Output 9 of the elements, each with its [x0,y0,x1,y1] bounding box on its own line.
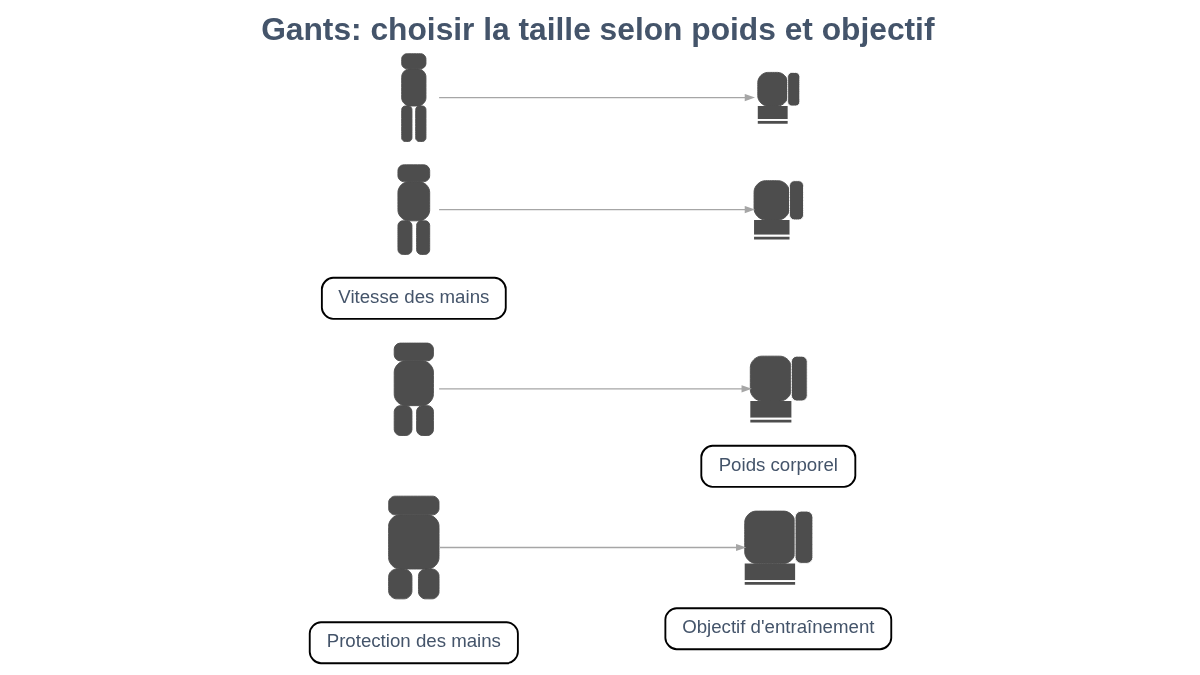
arrow [437,385,752,393]
node-box: Vitesse des mains [320,276,507,320]
node-box: Objectif d'entraînement [663,607,892,651]
arrow [437,206,755,214]
node-box: Poids corporel [699,444,856,488]
node-box: Protection des mains [308,621,519,665]
arrow [437,94,755,102]
arrow [437,543,746,552]
diagram-title: Gants: choisir la taille selon poids et objectif [260,10,934,47]
